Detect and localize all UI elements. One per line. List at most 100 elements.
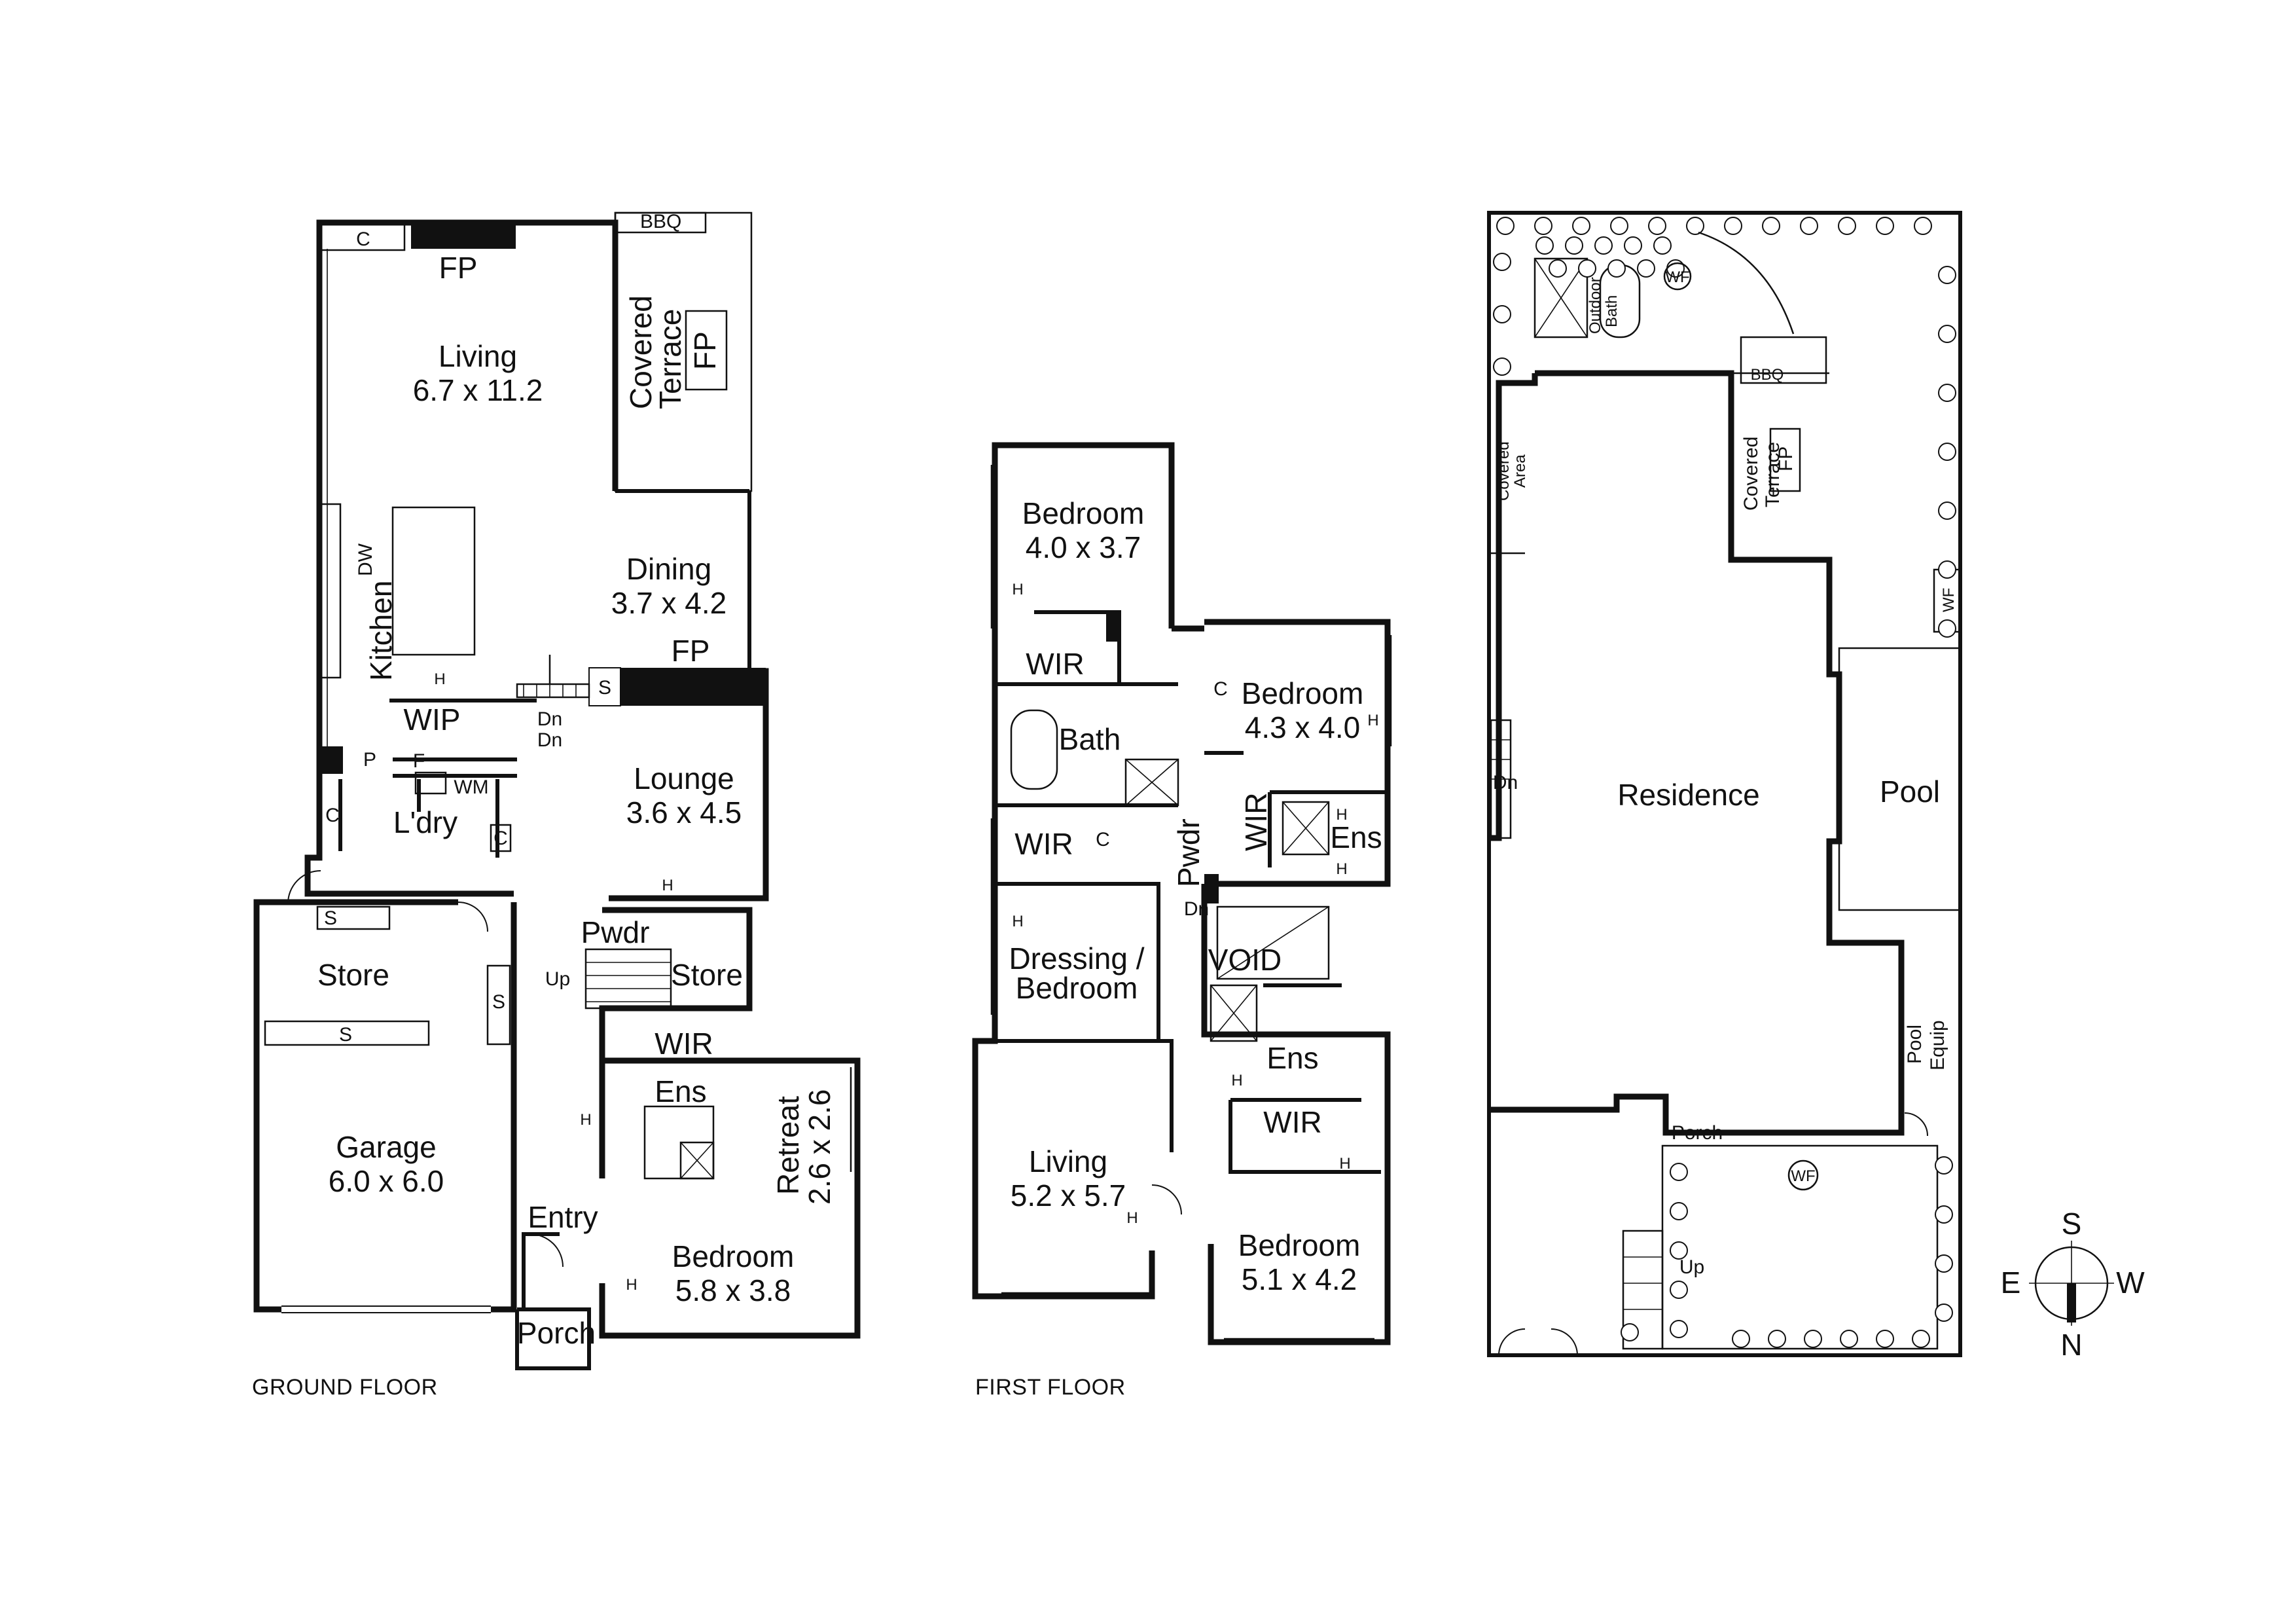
first-bedroom2-dim: 4.3 x 4.0	[1245, 710, 1360, 744]
ground-living-name: Living	[439, 339, 517, 373]
ground-lounge-s-label: S	[598, 677, 611, 699]
bbq-counter	[614, 211, 707, 234]
ground-rear-wing-wall	[599, 907, 861, 1339]
shrub-icon	[1670, 1320, 1688, 1338]
ground-terrace-line1: Covered	[624, 295, 658, 409]
void-stair	[1216, 905, 1330, 980]
terrace-fireplace	[685, 310, 728, 391]
ground-ldry-c2-label: C	[493, 828, 508, 849]
ground-wip-name: WIP	[404, 702, 461, 737]
site-porch-name: Porch	[1672, 1122, 1723, 1144]
shrub-icon	[1840, 1330, 1858, 1348]
first-floor-caption: FIRST FLOOR	[975, 1375, 1126, 1400]
compass-west-label: W	[2116, 1266, 2145, 1300]
first-h-ens3: H	[1231, 1072, 1242, 1089]
first-bedroom1-name: Bedroom	[1022, 496, 1145, 530]
ens2-shower	[1282, 801, 1330, 856]
ground-garage-store-name: Store	[317, 958, 389, 992]
ground-bbq-label: BBQ	[640, 211, 681, 232]
shrub-icon	[1670, 1241, 1688, 1260]
site-terrace-line1: Covered	[1740, 437, 1762, 511]
site-residence-name: Residence	[1617, 778, 1759, 812]
ground-wip-walls	[338, 699, 537, 858]
shrub-icon	[1578, 259, 1596, 278]
site-gate-arcs	[1498, 1328, 1578, 1356]
ground-pwdr-h: H	[662, 877, 673, 894]
shrub-icon	[1912, 1330, 1930, 1348]
first-bedroom2-name: Bedroom	[1242, 676, 1364, 710]
shrub-icon	[1607, 259, 1626, 278]
shrub-icon	[1670, 1281, 1688, 1299]
site-covered-area-line1: Covered	[1495, 441, 1513, 501]
ground-garage-s-top: S	[324, 907, 337, 929]
site-trees	[1493, 217, 1956, 1348]
garage-shelf-side	[486, 964, 511, 1046]
first-floor-plan	[972, 442, 1392, 1345]
ground-retreat-dim: 2.6 x 2.6	[802, 1089, 836, 1205]
site-wf-right: WF	[1940, 588, 1958, 612]
shrub-icon	[1938, 560, 1956, 579]
ground-bedroom-dim: 5.8 x 3.8	[675, 1273, 791, 1307]
site-wf-bottom: WF	[1791, 1167, 1815, 1185]
shrub-icon	[1572, 217, 1590, 235]
first-ens3-name: Ens	[1266, 1041, 1318, 1075]
garage-store-shelf	[316, 905, 391, 930]
shrub-icon	[1565, 236, 1583, 255]
ground-f-label: F	[413, 750, 425, 772]
bath-shower	[1124, 758, 1179, 807]
site-pool-name: Pool	[1880, 775, 1940, 809]
shrub-icon	[1670, 1202, 1688, 1220]
washing-machine	[414, 771, 447, 795]
shrub-icon	[1938, 501, 1956, 520]
outdoor-bath-frame	[1534, 257, 1588, 338]
ground-kitchen-name: Kitchen	[364, 581, 398, 681]
ground-living-c-label: C	[356, 228, 370, 250]
first-h-wir4: H	[1339, 1155, 1350, 1173]
site-terrace-line2: Terrace	[1762, 442, 1784, 507]
first-dressing-line2: Bedroom	[1016, 971, 1138, 1005]
ground-dn1-label: Dn	[537, 708, 562, 730]
first-ens2-name: Ens	[1330, 820, 1382, 854]
first-h-living: H	[1126, 1209, 1138, 1227]
first-bedroom3-dim: 5.1 x 4.2	[1242, 1262, 1357, 1296]
ground-ens-h: H	[580, 1111, 591, 1129]
shrub-icon	[1768, 1330, 1786, 1348]
pool-outline	[1838, 647, 1962, 911]
shrub-icon	[1549, 259, 1567, 278]
site-covered-area-line2: Area	[1511, 454, 1529, 488]
shrub-icon	[1804, 1330, 1822, 1348]
shrub-icon	[1938, 325, 1956, 343]
ground-floor-caption: GROUND FLOOR	[252, 1375, 438, 1400]
first-living-name: Living	[1029, 1144, 1107, 1178]
ground-ldry-c1-label: C	[325, 805, 340, 826]
ground-door-arc	[287, 870, 321, 904]
ground-hall-store-name: Store	[671, 958, 743, 992]
ground-up-label: Up	[545, 968, 570, 990]
site-wf-top-circle	[1663, 262, 1692, 291]
lounge-storage	[588, 667, 621, 706]
shrub-icon	[1624, 236, 1642, 255]
shrub-icon	[1800, 217, 1818, 235]
ground-garage-dim: 6.0 x 6.0	[329, 1164, 444, 1198]
first-wir3-name: WIR	[1014, 827, 1073, 861]
site-outdoor-bath-line1: Outdoor	[1587, 277, 1604, 334]
ground-terrace-fp-label: FP	[688, 331, 722, 370]
shrub-icon	[1535, 236, 1554, 255]
first-pwdr-name: Pwdr	[1172, 818, 1206, 887]
site-stair-rear	[1622, 1230, 1664, 1350]
site-up-label: Up	[1679, 1256, 1704, 1278]
compass-north-needle	[2067, 1283, 2076, 1322]
shrub-icon	[1935, 1254, 1953, 1273]
first-east-wing	[1201, 619, 1391, 1345]
ground-powder-name: Pwdr	[581, 915, 650, 949]
shrub-icon	[1938, 619, 1956, 638]
garden-curve	[1698, 231, 1795, 335]
shrub-icon	[1732, 1330, 1750, 1348]
ground-staircase-lower	[584, 948, 672, 1010]
ground-dn2-label: Dn	[537, 729, 562, 751]
first-dressing-line1: Dressing /	[1009, 941, 1144, 976]
shrub-icon	[1534, 217, 1552, 235]
first-h1: H	[1012, 581, 1023, 598]
compass-north-label: N	[2060, 1328, 2082, 1362]
living-fireplace-hearth	[411, 224, 516, 249]
